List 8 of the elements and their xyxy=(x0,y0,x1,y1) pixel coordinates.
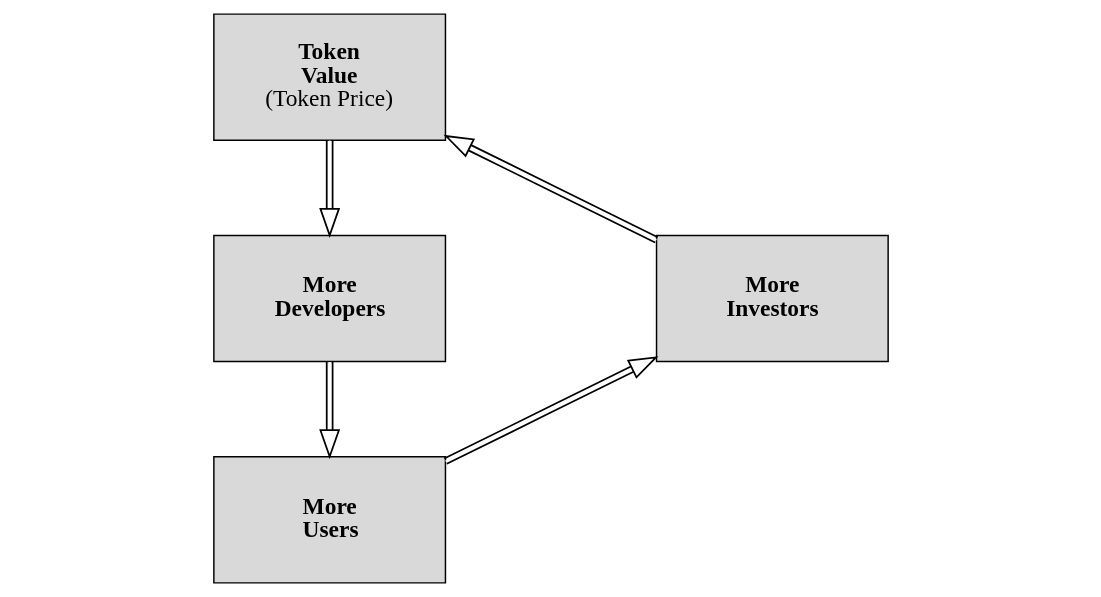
arrow xyxy=(318,139,340,238)
node-box: More Users xyxy=(212,456,446,584)
node-box: More Investors xyxy=(655,234,889,363)
arrow xyxy=(443,134,659,244)
arrow xyxy=(442,356,658,465)
node-box: Token Value (Token Price) xyxy=(212,13,446,141)
arrow xyxy=(318,361,340,460)
node-box: More Developers xyxy=(212,234,446,363)
